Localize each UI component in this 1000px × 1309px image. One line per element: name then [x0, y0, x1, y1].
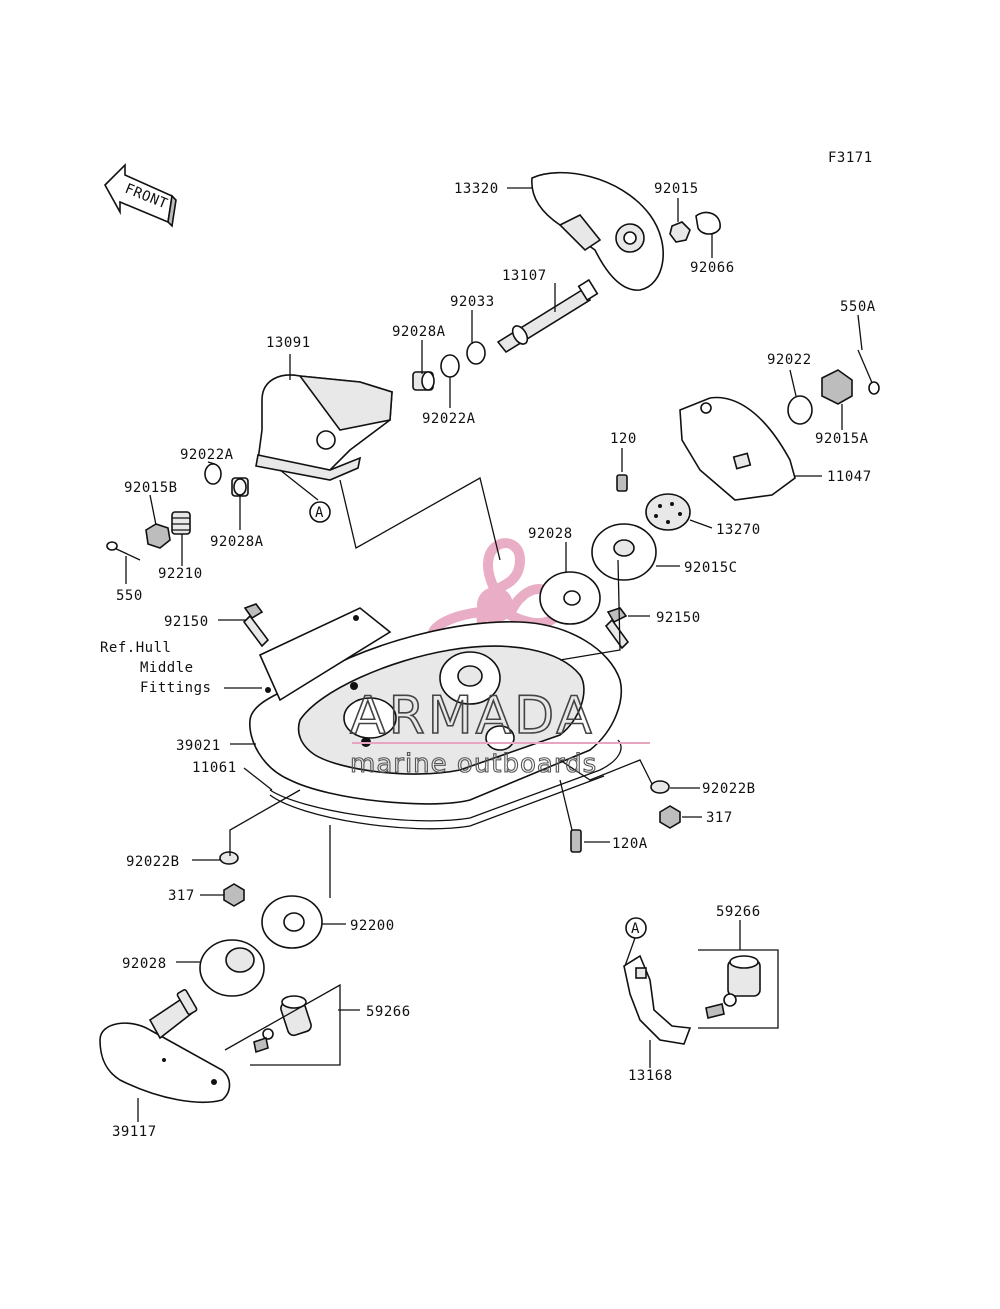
callout-a-top-icon — [309, 501, 331, 523]
cotter-pin-550-part — [106, 541, 141, 561]
label-92150-right: 92150 — [656, 610, 701, 626]
ref-note-line1: Ref.Hull — [100, 640, 171, 656]
lever-arm-39117-part — [99, 989, 231, 1103]
label-92028A-top: 92028A — [392, 324, 446, 340]
callout-a-top-label: A — [315, 505, 324, 521]
callout-a-bottom-icon — [625, 917, 647, 939]
nut-317-left-part — [223, 883, 245, 907]
label-92022B-right: 92022B — [702, 781, 756, 797]
label-92022A-top: 92022A — [422, 411, 476, 427]
watermark-tagline: marine outboards — [350, 749, 597, 779]
washer-92022A-part — [440, 354, 460, 378]
watermark-brand: ARMADA — [350, 686, 595, 746]
label-92150-left: 92150 — [164, 614, 209, 630]
label-13091: 13091 — [266, 335, 311, 351]
bushing-92028A-part — [412, 371, 435, 391]
label-11047: 11047 — [827, 469, 872, 485]
front-arrow-icon: FRONT — [104, 163, 177, 228]
label-59266-left: 59266 — [366, 1004, 411, 1020]
label-92015C: 92015C — [684, 560, 738, 576]
callout-a-bottom-label: A — [631, 921, 640, 937]
bushing-92028-right-part — [539, 571, 601, 625]
flange-92015C-part — [591, 523, 657, 581]
label-13320: 13320 — [454, 181, 499, 197]
clip-92033-part — [466, 341, 486, 365]
label-92210: 92210 — [158, 566, 203, 582]
label-13270: 13270 — [716, 522, 761, 538]
label-92028A-left: 92028A — [210, 534, 264, 550]
bolt-92150-left-part — [242, 603, 270, 648]
washer-92022B-right-part — [650, 780, 670, 794]
cotter-pin-550A-part — [857, 349, 880, 395]
bushing-92028-left-part — [199, 939, 265, 997]
bolt-120A-part — [570, 829, 582, 853]
label-13168: 13168 — [628, 1068, 673, 1084]
ball-joint-59266-right-part — [705, 955, 761, 1019]
steering-cover-part — [531, 171, 664, 291]
cap-92066-part — [695, 211, 721, 235]
label-59266-right: 59266 — [716, 904, 761, 920]
label-92022B-left: 92022B — [126, 854, 180, 870]
nut-317-right-part — [659, 805, 681, 829]
label-92066: 92066 — [690, 260, 735, 276]
label-92028-right: 92028 — [528, 526, 573, 542]
washer-92022B-left-part — [219, 851, 239, 865]
bracket-13168-part — [623, 954, 692, 1045]
label-92015: 92015 — [654, 181, 699, 197]
label-13107: 13107 — [502, 268, 547, 284]
label-39117: 39117 — [112, 1124, 157, 1140]
ref-note-line3: Fittings — [140, 680, 211, 696]
bolt-92210-part — [171, 511, 191, 535]
bolt-92150-right-part — [604, 607, 630, 650]
label-550: 550 — [116, 588, 143, 604]
label-120A: 120A — [612, 836, 648, 852]
label-11061: 11061 — [192, 760, 237, 776]
steering-housing-13091-part — [255, 374, 393, 481]
nut-92015B-part — [145, 523, 171, 549]
washer-92022A-left-part — [204, 463, 222, 485]
shaft-13107-part — [496, 278, 599, 354]
label-317-left: 317 — [168, 888, 195, 904]
label-92015B: 92015B — [124, 480, 178, 496]
hull-fitting-bracket-part — [258, 607, 392, 702]
bushing-92028A-left-part — [231, 477, 249, 497]
disc-13270-part — [645, 493, 691, 531]
label-39021: 39021 — [176, 738, 221, 754]
leader-lines — [125, 187, 863, 1122]
part-labels: 13320 92015 92066 13107 92033 92028A 130… — [100, 181, 876, 1140]
bracket-11047-part — [679, 396, 796, 501]
bolt-120-part — [616, 474, 628, 492]
gasket-11061-part — [269, 739, 622, 822]
label-120: 120 — [610, 431, 637, 447]
label-92028-left: 92028 — [122, 956, 167, 972]
label-317-right: 317 — [706, 810, 733, 826]
label-92200: 92200 — [350, 918, 395, 934]
ref-note-line2: Middle — [140, 660, 194, 676]
figure-code: F3171 — [828, 150, 873, 166]
washer-92200-part — [261, 895, 323, 949]
nut-92015A-part — [821, 369, 853, 405]
label-92022: 92022 — [767, 352, 812, 368]
label-92022A-left: 92022A — [180, 447, 234, 463]
label-92033: 92033 — [450, 294, 495, 310]
label-550A: 550A — [840, 299, 876, 315]
ball-joint-59266-left-part — [253, 995, 312, 1054]
label-92015A: 92015A — [815, 431, 869, 447]
washer-92022-part — [787, 395, 813, 425]
nut-92015-part — [669, 221, 691, 243]
